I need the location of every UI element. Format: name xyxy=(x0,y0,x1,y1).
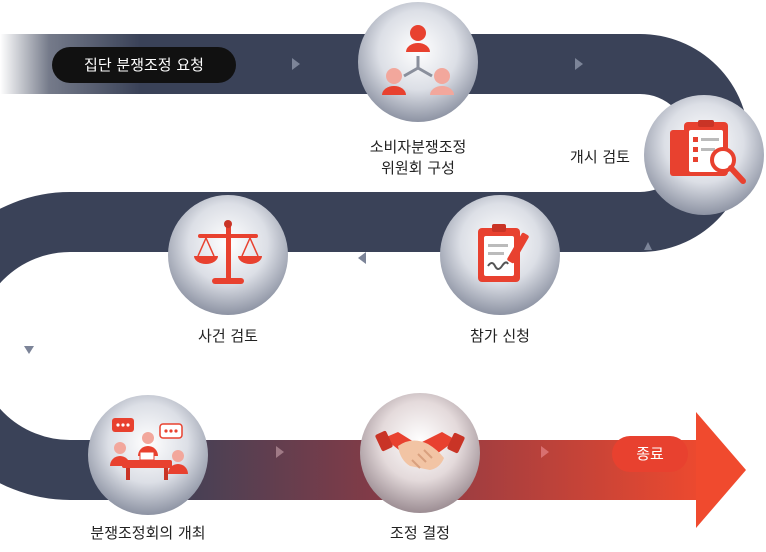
direction-chevron-icon xyxy=(644,242,652,250)
step-circle-start-review xyxy=(644,95,764,215)
signed-document-icon xyxy=(478,224,529,282)
step-label-participation: 참가 신청 xyxy=(470,327,530,345)
step-label-committee: 소비자분쟁조정 위원회 구성 xyxy=(369,138,467,177)
step-circle-decision xyxy=(360,393,480,513)
clipboard-magnifier-icon xyxy=(670,120,746,184)
step-label-start-review: 개시 검토 xyxy=(570,148,630,166)
scales-icon xyxy=(194,220,262,284)
step-label-case-review: 사건 검토 xyxy=(198,327,258,345)
direction-chevron-icon xyxy=(276,446,284,458)
direction-chevron-icon xyxy=(541,446,549,458)
direction-markers xyxy=(24,58,652,458)
start-request-pill: 집단 분쟁조정 요청 xyxy=(52,47,236,83)
handshake-icon xyxy=(375,430,465,470)
step-label-decision: 조정 결정 xyxy=(390,524,450,542)
direction-chevron-icon xyxy=(292,58,300,70)
people-network-icon xyxy=(382,25,454,95)
step-circle-case-review xyxy=(168,195,288,315)
end-label: 종료 xyxy=(636,445,664,463)
meeting-table-icon xyxy=(110,418,188,480)
step-circle-meeting xyxy=(88,395,208,515)
start-request-label: 집단 분쟁조정 요청 xyxy=(84,56,204,74)
step-label-meeting: 분쟁조정회의 개최 xyxy=(90,524,206,542)
direction-chevron-icon xyxy=(24,346,34,354)
step-circle-participation xyxy=(440,195,560,315)
end-pill: 종료 xyxy=(612,436,688,472)
step-circle-committee xyxy=(358,2,478,122)
road-path xyxy=(0,34,749,500)
direction-chevron-icon xyxy=(358,252,366,264)
end-arrow-head xyxy=(696,412,746,528)
direction-chevron-icon xyxy=(575,58,583,70)
